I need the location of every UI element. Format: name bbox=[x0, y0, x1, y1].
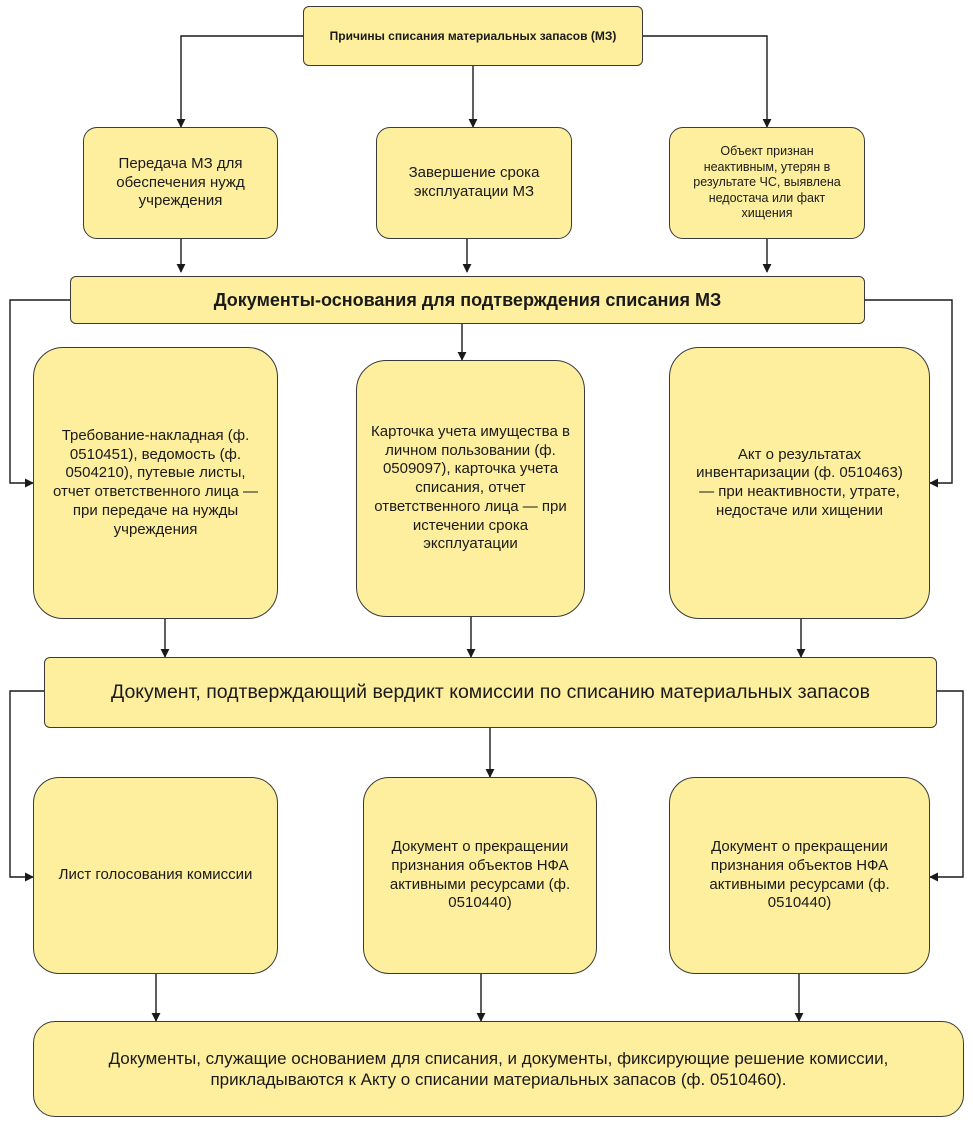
doc-node-3-text: Акт о результатах инвентаризации (ф. 051… bbox=[696, 445, 903, 519]
doc-node-1: Требование-накладная (ф. 0510451), ведом… bbox=[33, 347, 278, 619]
verdict-doc-node-2-text: Документ о прекращении признания объекто… bbox=[389, 838, 571, 912]
final-node: Документы, служащие основанием для списа… bbox=[33, 1021, 964, 1117]
arrow-docs-header-to-doc-3 bbox=[865, 299, 953, 488]
reason-node-1: Передача МЗ для обеспечения нужд учрежде… bbox=[83, 127, 278, 239]
arrow-verdict-header-to-vdoc-3 bbox=[929, 690, 964, 882]
reason-node-2: Завершение срока эксплуатации МЗ bbox=[376, 127, 572, 239]
arrow-docs-header-to-doc-1 bbox=[9, 299, 70, 488]
verdict-header: Документ, подтверждающий вердикт комисси… bbox=[44, 657, 937, 728]
verdict-doc-node-1-text: Лист голосования комиссии bbox=[58, 866, 253, 884]
reason-node-1-text: Передача МЗ для обеспечения нужд учрежде… bbox=[116, 154, 245, 210]
doc-node-2-text: Карточка учета имущества в личном пользо… bbox=[371, 422, 570, 553]
arrow-root-to-reason-3 bbox=[643, 35, 772, 128]
reason-node-3-text: Объект признан неактивным, утерян в резу… bbox=[693, 143, 841, 221]
docs-header-text: Документы-основания для подтверждения сп… bbox=[213, 289, 722, 310]
verdict-doc-node-3-text: Документ о прекращении признания объекто… bbox=[709, 838, 890, 912]
docs-header: Документы-основания для подтверждения сп… bbox=[70, 276, 865, 324]
verdict-doc-node-2: Документ о прекращении признания объекто… bbox=[363, 777, 597, 974]
verdict-header-text: Документ, подтверждающий вердикт комисси… bbox=[111, 681, 870, 704]
root-node: Причины списания материальных запасов (М… bbox=[303, 6, 643, 66]
doc-node-3: Акт о результатах инвентаризации (ф. 051… bbox=[669, 347, 930, 619]
arrow-verdict-header-to-vdoc-1 bbox=[9, 690, 44, 882]
reason-node-3: Объект признан неактивным, утерян в резу… bbox=[669, 127, 865, 239]
doc-node-1-text: Требование-накладная (ф. 0510451), ведом… bbox=[52, 426, 259, 538]
reason-node-2-text: Завершение срока эксплуатации МЗ bbox=[408, 164, 540, 200]
doc-node-2: Карточка учета имущества в личном пользо… bbox=[356, 360, 585, 617]
verdict-doc-node-1: Лист голосования комиссии bbox=[33, 777, 278, 974]
root-node-text: Причины списания материальных запасов (М… bbox=[329, 28, 617, 43]
arrow-root-to-reason-1 bbox=[176, 35, 303, 128]
verdict-doc-node-3: Документ о прекращении признания объекто… bbox=[669, 777, 930, 974]
final-node-text: Документы, служащие основанием для списа… bbox=[108, 1048, 889, 1089]
